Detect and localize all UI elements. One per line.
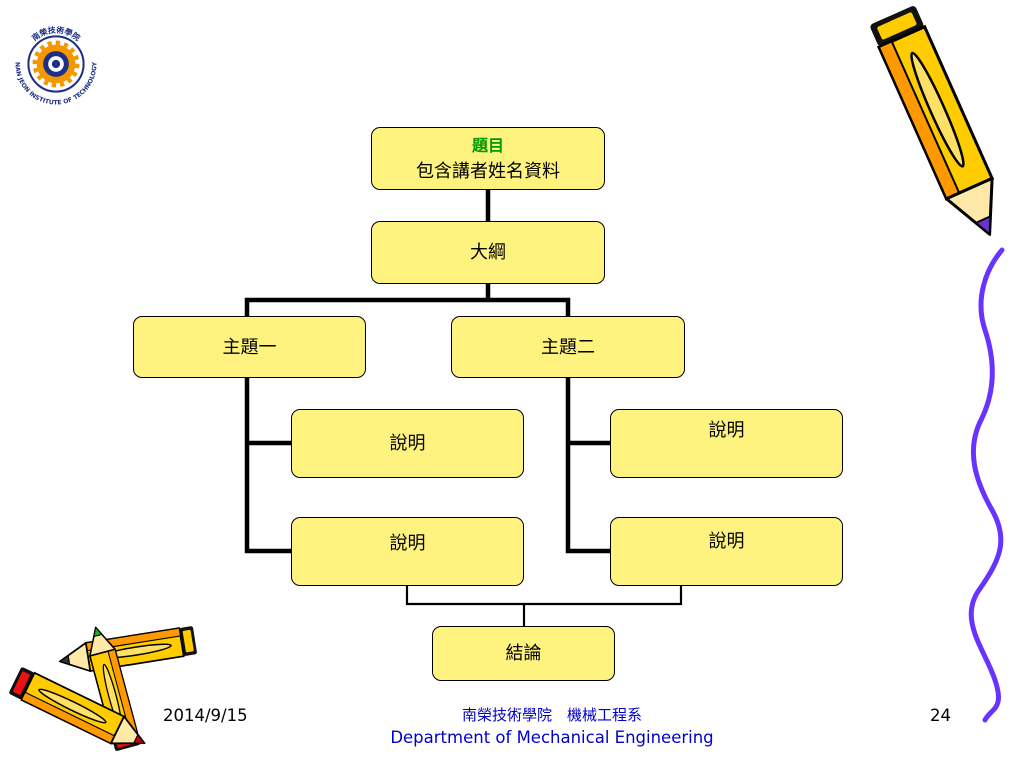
outline-box: 大綱 — [371, 221, 605, 284]
outline-label: 大綱 — [470, 242, 506, 263]
detail-box: 說明 — [291, 517, 524, 586]
connector-details-bracket — [405, 586, 683, 606]
connector-topic-1-details — [244, 378, 291, 554]
detail-label: 說明 — [389, 533, 426, 554]
page-number: 24 — [930, 706, 951, 725]
detail-box: 說明 — [291, 409, 524, 478]
detail-box: 說明 — [610, 517, 843, 586]
connector-topic-2-details — [565, 378, 610, 554]
footer-department-zh: 南榮技術學院 機械工程系 — [461, 706, 642, 724]
topic-box-1: 主題一 — [133, 316, 366, 378]
title-box: 題目 包含講者姓名資料 — [371, 127, 605, 190]
logo-center-dot — [51, 59, 61, 69]
connector-outline-to-topics — [244, 284, 571, 316]
conclusion-label: 結論 — [505, 643, 542, 664]
topic-label: 主題二 — [541, 336, 595, 358]
detail-label: 說明 — [389, 433, 426, 454]
topic-box-2: 主題二 — [451, 316, 685, 378]
footer-department-en: Department of Mechanical Engineering — [390, 728, 714, 747]
detail-label: 說明 — [708, 531, 745, 552]
logo-gear-teeth — [32, 40, 80, 88]
title-heading: 題目 — [471, 135, 504, 155]
school-logo: 南榮技術學院 NAN JEON INSTITUTE OF TECHNOLOGY — [13, 24, 98, 106]
wavy-line-icon — [968, 247, 1005, 723]
conclusion-box: 結論 — [432, 626, 615, 681]
detail-box: 說明 — [610, 409, 843, 478]
title-subtitle: 包含講者姓名資料 — [416, 160, 560, 182]
detail-label: 說明 — [708, 420, 745, 441]
footer-date: 2014/9/15 — [163, 706, 248, 725]
topic-label: 主題一 — [222, 336, 277, 358]
footer-department: 南榮技術學院 機械工程系 Department of Mechanical En… — [352, 704, 752, 750]
